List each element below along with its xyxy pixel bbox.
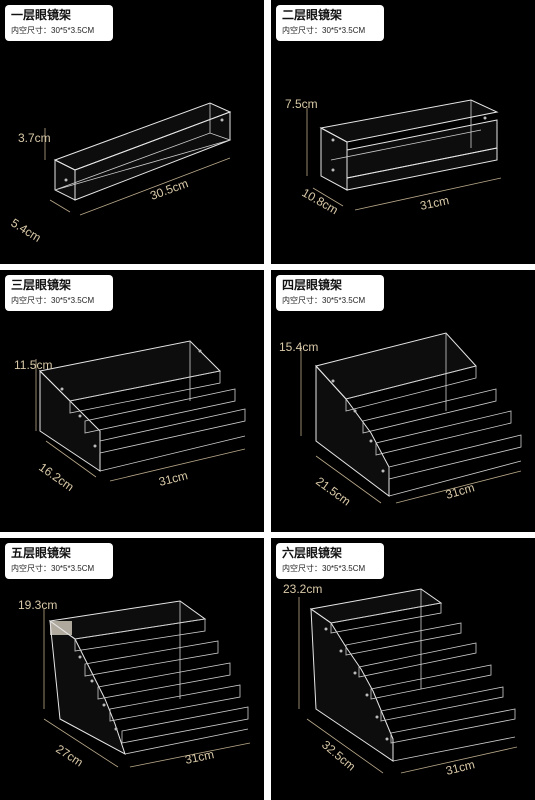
depth-dimension: 21.5cm <box>313 474 353 508</box>
five-tier-rack-illustration: 19.3cm 27cm 31cm <box>18 598 251 770</box>
height-dimension: 3.7cm <box>18 131 51 145</box>
height-dimension: 11.5cm <box>14 358 52 372</box>
panel-five-tier: 19.3cm 27cm 31cm 五层眼镜架 内空尺寸：30*5*3.5CM <box>0 538 264 800</box>
product-title: 一层眼镜架 <box>11 8 72 22</box>
four-tier-rack-illustration: 15.4cm 21.5cm 31cm <box>279 332 522 509</box>
product-spec: 内空尺寸：30*5*3.5CM <box>11 296 95 305</box>
three-tier-rack-illustration: 11.5cm 16.2cm 31cm <box>14 340 246 494</box>
product-title: 三层眼镜架 <box>11 278 72 292</box>
product-label: 五层眼镜架 内空尺寸：30*5*3.5CM <box>5 543 113 579</box>
product-label: 一层眼镜架 内空尺寸：30*5*3.5CM <box>5 5 113 41</box>
depth-dimension: 10.8cm <box>300 185 341 217</box>
height-dimension: 7.5cm <box>285 97 318 111</box>
height-dimension: 19.3cm <box>18 598 57 612</box>
product-title: 五层眼镜架 <box>11 546 72 560</box>
panel-four-tier: 15.4cm 21.5cm 31cm 四层眼镜架 内空尺寸：30*5*3.5CM <box>271 270 535 532</box>
product-title: 六层眼镜架 <box>282 546 343 560</box>
product-spec: 内空尺寸：30*5*3.5CM <box>282 296 366 305</box>
width-dimension: 31cm <box>157 468 189 489</box>
width-dimension: 31cm <box>444 480 476 502</box>
panel-three-tier: 11.5cm 16.2cm 31cm 三层眼镜架 内空尺寸：30*5*3.5CM <box>0 270 264 532</box>
width-dimension: 30.5cm <box>148 176 190 203</box>
depth-dimension: 16.2cm <box>36 460 76 494</box>
panel-two-tier: 7.5cm 10.8cm 31cm 二层眼镜架 内空尺寸：30*5*3.5CM <box>271 0 535 264</box>
width-dimension: 31cm <box>419 193 451 213</box>
height-dimension: 23.2cm <box>283 582 322 596</box>
product-label: 二层眼镜架 内空尺寸：30*5*3.5CM <box>276 5 384 41</box>
width-dimension: 31cm <box>184 747 216 767</box>
product-spec: 内空尺寸：30*5*3.5CM <box>282 564 366 573</box>
product-label: 六层眼镜架 内空尺寸：30*5*3.5CM <box>276 543 384 579</box>
width-dimension: 31cm <box>444 757 476 778</box>
depth-dimension: 5.4cm <box>8 216 43 245</box>
depth-dimension: 27cm <box>53 742 85 770</box>
product-spec: 内空尺寸：30*5*3.5CM <box>282 26 366 35</box>
panel-one-tier: 3.7cm 5.4cm 30.5cm 一层眼镜架 内空尺寸：30*5*3.5CM <box>0 0 264 264</box>
product-title: 四层眼镜架 <box>282 278 343 292</box>
six-tier-rack-illustration: 23.2cm 32.5cm 31cm <box>283 582 518 778</box>
depth-dimension: 32.5cm <box>319 738 358 774</box>
one-tier-rack-illustration: 3.7cm 5.4cm 30.5cm <box>8 102 232 245</box>
product-spec: 内空尺寸：30*5*3.5CM <box>11 26 95 35</box>
two-tier-rack-illustration: 7.5cm 10.8cm 31cm <box>285 97 502 217</box>
product-title: 二层眼镜架 <box>282 8 343 22</box>
product-label: 三层眼镜架 内空尺寸：30*5*3.5CM <box>5 275 113 311</box>
panel-six-tier: 23.2cm 32.5cm 31cm 六层眼镜架 内空尺寸：30*5*3.5CM <box>271 538 535 800</box>
height-dimension: 15.4cm <box>279 340 318 354</box>
product-label: 四层眼镜架 内空尺寸：30*5*3.5CM <box>276 275 384 311</box>
product-spec: 内空尺寸：30*5*3.5CM <box>11 564 95 573</box>
